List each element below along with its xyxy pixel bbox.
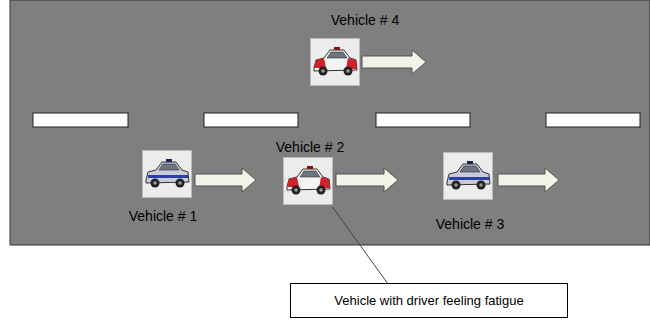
vehicle-label: Vehicle # 2: [276, 139, 345, 155]
callout-text: Vehicle with driver feeling fatigue: [326, 293, 531, 308]
lane-dashes: [33, 113, 640, 127]
vehicle: Vehicle # 3: [425, 148, 520, 234]
vehicle-label: Vehicle # 1: [129, 208, 198, 224]
vehicle-label: Vehicle # 4: [331, 12, 400, 28]
road: [10, 0, 650, 245]
direction-arrows: [195, 50, 559, 192]
car-icon: [283, 157, 333, 205]
vehicle: Vehicle # 1: [120, 146, 210, 228]
vehicle: Vehicle # 4: [300, 8, 430, 92]
callout-box: Vehicle with driver feeling fatigue: [290, 283, 568, 318]
car-icon: [142, 150, 192, 198]
vehicle: Vehicle # 2: [265, 137, 355, 207]
car-icon: [443, 152, 493, 200]
leader-line: [333, 207, 388, 283]
car-icon: [310, 38, 360, 86]
vehicle-label: Vehicle # 3: [436, 216, 505, 232]
